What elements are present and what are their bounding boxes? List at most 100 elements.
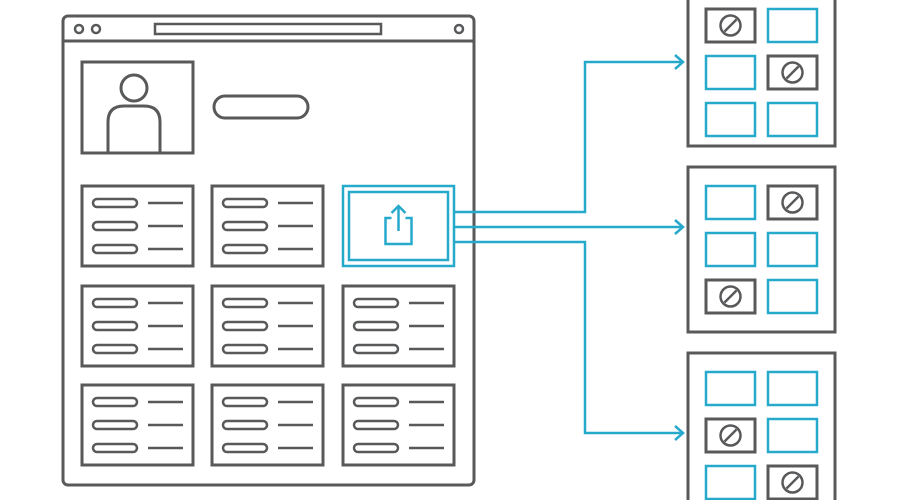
text-line-pill	[91, 197, 139, 209]
connectors	[454, 54, 685, 441]
window-button	[453, 23, 465, 35]
content-card-frame	[210, 383, 325, 467]
prohibited-icon	[781, 471, 804, 494]
text-line-pill	[352, 343, 400, 355]
text-line-pill	[352, 419, 400, 431]
text-line-pill	[352, 320, 400, 332]
content-card-frame	[210, 284, 325, 368]
open-cell	[704, 101, 757, 138]
content-card	[210, 284, 325, 368]
prohibited-slash	[785, 195, 800, 210]
text-line-pill	[352, 396, 400, 408]
window-button	[90, 23, 102, 35]
open-cell	[766, 7, 819, 44]
text-line-pill	[221, 343, 269, 355]
cell-frame	[704, 7, 757, 44]
person-head	[119, 73, 149, 103]
content-card-frame	[210, 184, 325, 268]
target-panel-frame	[686, 351, 837, 500]
cell-frame	[704, 278, 757, 315]
share-box	[384, 216, 413, 246]
open-cell	[704, 370, 757, 407]
target-panel-frame	[686, 165, 837, 334]
prohibited-circle	[781, 471, 804, 494]
cell-frame	[766, 54, 819, 91]
share-card-inner	[347, 190, 450, 262]
content-card	[80, 383, 195, 467]
connector-to-target-3	[454, 240, 685, 441]
content-card	[210, 383, 325, 467]
profile-picture	[80, 60, 195, 155]
text-line-pill	[91, 220, 139, 232]
connector-to-target-2	[454, 219, 685, 235]
open-cell	[704, 231, 757, 268]
blocked-cell	[766, 464, 819, 500]
text-line-pill	[91, 343, 139, 355]
open-cell	[766, 417, 819, 454]
prohibited-slash	[723, 18, 738, 33]
text-line-pill	[91, 243, 139, 255]
text-line-pill	[221, 297, 269, 309]
prohibited-icon	[719, 424, 742, 447]
text-line-pill	[221, 396, 269, 408]
share-upload-icon	[384, 204, 413, 246]
content-card-frame	[341, 383, 456, 467]
content-card-frame	[80, 284, 195, 368]
profile-name-pill	[212, 94, 310, 120]
connector-line	[454, 240, 683, 435]
text-line-pill	[221, 320, 269, 332]
prohibited-slash	[723, 428, 738, 443]
cell-frame	[704, 417, 757, 454]
blocked-cell	[704, 417, 757, 454]
arrow-right-icon	[674, 219, 685, 235]
text-line-pill	[91, 320, 139, 332]
text-line-pill	[352, 297, 400, 309]
share-card	[341, 184, 456, 268]
content-card-frame	[80, 184, 195, 268]
blocked-cell	[766, 184, 819, 221]
text-line-pill	[221, 419, 269, 431]
text-line-pill	[91, 442, 139, 454]
content-card	[80, 284, 195, 368]
prohibited-slash	[785, 475, 800, 490]
arrow-right-icon	[674, 425, 685, 441]
content-card-frame	[341, 284, 456, 368]
text-line-pill	[221, 220, 269, 232]
prohibited-circle	[719, 285, 742, 308]
prohibited-circle	[781, 191, 804, 214]
open-cell	[766, 231, 819, 268]
text-line-pill	[221, 243, 269, 255]
prohibited-icon	[781, 191, 804, 214]
prohibited-slash	[723, 289, 738, 304]
content-card	[341, 383, 456, 467]
open-cell	[704, 54, 757, 91]
text-line-pill	[91, 297, 139, 309]
target-panel-3	[686, 351, 837, 500]
connector-to-target-1	[454, 54, 685, 214]
open-cell	[766, 101, 819, 138]
content-card	[210, 184, 325, 268]
content-card	[80, 184, 195, 268]
window-button	[73, 23, 85, 35]
person-body	[106, 104, 162, 153]
target-panel-1	[686, 0, 837, 148]
blocked-cell	[704, 7, 757, 44]
arrow-right-icon	[674, 54, 685, 70]
prohibited-icon	[719, 14, 742, 37]
prohibited-icon	[781, 61, 804, 84]
share-arrow-head	[390, 204, 407, 214]
text-line-pill	[91, 396, 139, 408]
profile-frame	[80, 60, 195, 155]
prohibited-circle	[719, 424, 742, 447]
person-icon	[106, 73, 162, 153]
prohibited-slash	[785, 65, 800, 80]
open-cell	[704, 184, 757, 221]
open-cell	[766, 278, 819, 315]
target-panel-2	[686, 165, 837, 334]
browser-frame	[61, 14, 476, 487]
open-cell	[704, 464, 757, 500]
cell-frame	[766, 184, 819, 221]
browser-window	[61, 14, 476, 487]
